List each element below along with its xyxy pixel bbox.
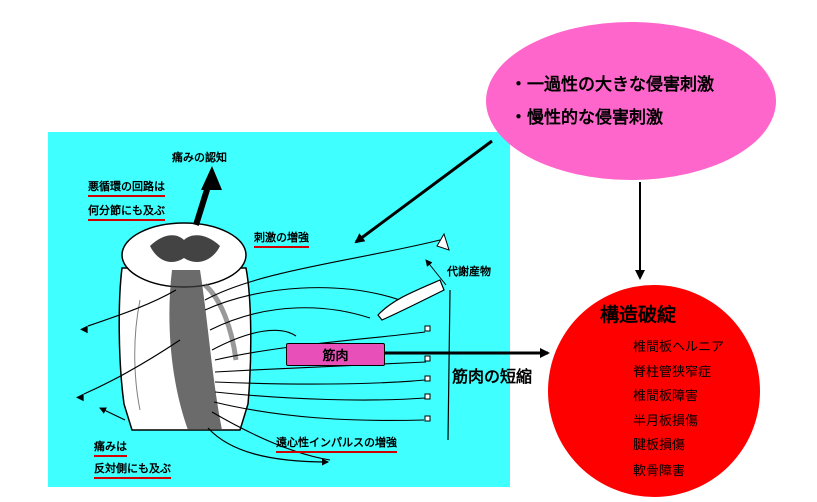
- stimulus-arrow: [354, 139, 493, 244]
- structure-item: 腱板損傷: [633, 438, 686, 453]
- pain-spread-label-1: 痛みは: [94, 438, 127, 457]
- structure-title: 構造破綻: [600, 304, 677, 326]
- svg-text:◀: ◀: [80, 324, 88, 335]
- structure-item: 半月板損傷: [633, 414, 699, 429]
- pain-spread-label-2: 反対側にも及ぶ: [94, 460, 171, 479]
- structure-item: 椎間板障害: [633, 389, 699, 404]
- structure-item: 脊柱管狭窄症: [633, 365, 712, 380]
- muscle-shortening-label: 筋肉の短縮: [452, 367, 533, 386]
- stimulus-line-1: ・一過性の大きな侵害刺激: [510, 75, 714, 95]
- nerve-lines-left: [83, 289, 181, 395]
- vicious-circle-label-2: 何分節にも及ぶ: [88, 202, 165, 221]
- vicious-circle-label-1: 悪循環の回路は: [88, 178, 165, 197]
- stimulus-increase-label: 刺激の増強: [254, 229, 309, 248]
- metabolites-label: 代謝産物: [447, 265, 491, 278]
- muscle-box: 筋肉: [286, 343, 385, 366]
- stimulus-ellipse: [486, 22, 776, 180]
- structure-item: 椎間板ヘルニア: [633, 340, 725, 355]
- svg-text:◀: ◀: [76, 392, 84, 403]
- pain-recognition-label: 痛みの認知: [172, 151, 227, 164]
- spinal-cord: [118, 166, 252, 431]
- efferent-impulse-label: 遠心性インパルスの増強: [276, 434, 397, 453]
- structure-circle: [548, 285, 760, 497]
- structure-item: 軟骨障害: [633, 464, 686, 479]
- stimulus-line-2: ・慢性的な侵害刺激: [510, 108, 663, 128]
